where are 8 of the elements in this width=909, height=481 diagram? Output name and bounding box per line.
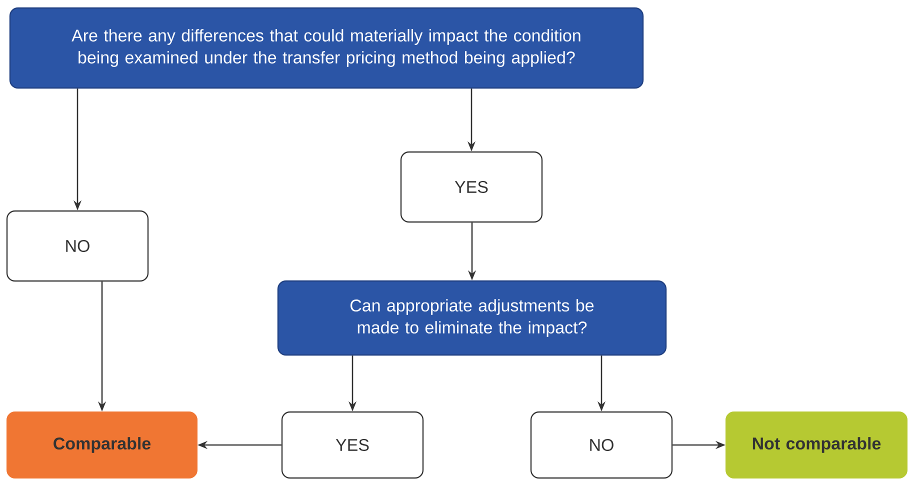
question-box: Can appropriate adjustments be made to eliminate the impact? <box>277 280 667 356</box>
answer-box: NO <box>6 210 149 282</box>
answer-box: NO <box>530 411 673 479</box>
answer-box: YES <box>281 411 424 479</box>
answer-box: YES <box>400 151 543 223</box>
question-box: Are there any differences that could materially impact the condition being examined under the transfer pricing method being applied? <box>9 7 644 89</box>
result-box: Not comparable <box>726 412 908 478</box>
result-box: Comparable <box>6 412 198 478</box>
